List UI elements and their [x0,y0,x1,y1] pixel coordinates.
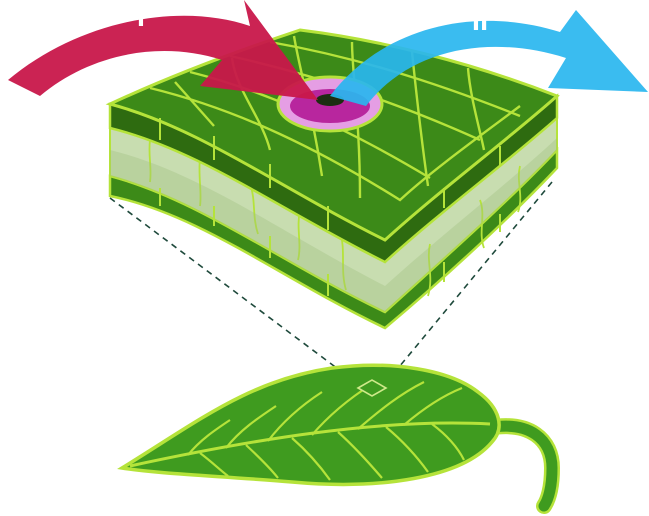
leaf-icon [117,363,561,514]
arrow-out-label: II [472,11,488,36]
projection-lines [109,181,553,385]
arrow-in: I [8,0,318,100]
leaf-cross-section [105,28,560,330]
arrow-in-label: I [137,7,145,32]
arrow-out: II [330,10,648,106]
